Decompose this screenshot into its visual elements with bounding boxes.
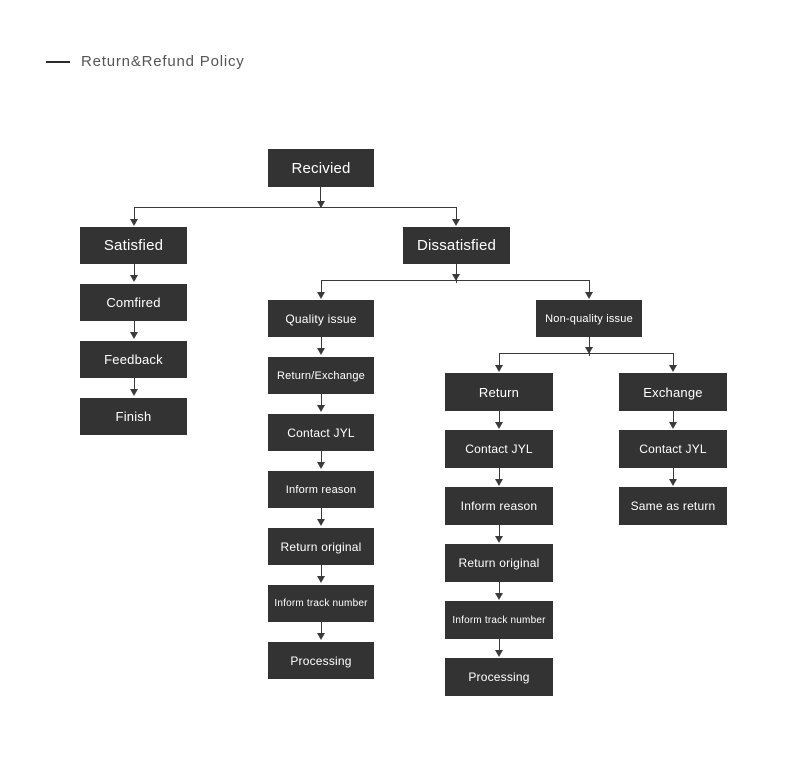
connector-to-dissatisfied	[456, 207, 457, 221]
arrow-to-quality-issue	[317, 292, 325, 299]
connector-to-return	[499, 353, 500, 367]
node-exchange-same-as-return[interactable]: Same as return	[619, 487, 727, 525]
connector-received-down	[320, 187, 321, 207]
connector-exchange-contact	[673, 411, 674, 424]
arrow-qreason-original	[317, 519, 325, 526]
connector-qtrack-processing	[321, 622, 322, 635]
node-feedback[interactable]: Feedback	[80, 341, 187, 378]
arrow-to-satisfied	[130, 219, 138, 226]
arrow-confirmed-feedback	[130, 332, 138, 339]
arrow-quality-returnexchange	[317, 348, 325, 355]
connector-rtrack-processing	[499, 639, 500, 652]
connector-qcontact-reason	[321, 451, 322, 464]
arrow-rcontact-reason	[495, 479, 503, 486]
arrow-econtact-same	[669, 479, 677, 486]
arrow-satisfied-confirmed	[130, 275, 138, 282]
connector-returnexchange-contact	[321, 394, 322, 407]
arrow-dissatisfied-center	[452, 274, 460, 281]
arrow-to-non-quality-issue	[585, 292, 593, 299]
connector-dissatisfied-down	[456, 263, 457, 283]
node-finish[interactable]: Finish	[80, 398, 187, 435]
node-dissatisfied[interactable]: Dissatisfied	[403, 227, 510, 264]
arrow-exchange-contact	[669, 422, 677, 429]
arrow-qcontact-reason	[317, 462, 325, 469]
arrow-qtrack-processing	[317, 633, 325, 640]
node-return-inform-reason[interactable]: Inform reason	[445, 487, 553, 525]
node-return-exchange[interactable]: Return/Exchange	[268, 357, 374, 394]
arrow-to-exchange	[669, 365, 677, 372]
connector-bus-dissatisfied	[321, 280, 589, 281]
node-quality-contact-jyl[interactable]: Contact JYL	[268, 414, 374, 451]
arrow-to-dissatisfied	[452, 219, 460, 226]
page-title: Return&Refund Policy	[81, 53, 245, 70]
connector-satisfied-confirmed	[134, 264, 135, 277]
node-quality-return-original[interactable]: Return original	[268, 528, 374, 565]
connector-bus-received	[134, 207, 457, 208]
connector-rcontact-reason	[499, 468, 500, 481]
node-non-quality-issue[interactable]: Non-quality issue	[536, 300, 642, 337]
connector-non-quality-down	[589, 336, 590, 356]
node-satisfied[interactable]: Satisfied	[80, 227, 187, 264]
connector-rreason-original	[499, 525, 500, 538]
connector-return-contact	[499, 411, 500, 424]
arrow-received-center	[317, 201, 325, 208]
node-return-inform-track-number[interactable]: Inform track number	[445, 601, 553, 639]
arrow-qoriginal-track	[317, 576, 325, 583]
connector-feedback-finish	[134, 378, 135, 391]
node-received[interactable]: Recivied	[268, 149, 374, 187]
node-quality-processing[interactable]: Processing	[268, 642, 374, 679]
connector-to-quality-issue	[321, 280, 322, 294]
arrow-non-quality-center	[585, 347, 593, 354]
page-header: Return&Refund Policy	[46, 53, 245, 70]
connector-bus-non-quality	[499, 353, 673, 354]
node-quality-inform-track-number[interactable]: Inform track number	[268, 585, 374, 622]
connector-to-exchange	[673, 353, 674, 367]
arrow-to-return	[495, 365, 503, 372]
node-exchange-contact-jyl[interactable]: Contact JYL	[619, 430, 727, 468]
node-exchange[interactable]: Exchange	[619, 373, 727, 411]
node-return-contact-jyl[interactable]: Contact JYL	[445, 430, 553, 468]
node-return-processing[interactable]: Processing	[445, 658, 553, 696]
connector-qreason-original	[321, 508, 322, 521]
arrow-roriginal-track	[495, 593, 503, 600]
connector-qoriginal-track	[321, 565, 322, 578]
node-confirmed[interactable]: Comfired	[80, 284, 187, 321]
connector-quality-returnexchange	[321, 337, 322, 350]
node-quality-issue[interactable]: Quality issue	[268, 300, 374, 337]
connector-confirmed-feedback	[134, 321, 135, 334]
horizontal-dash-icon	[46, 60, 70, 63]
arrow-returnexchange-contact	[317, 405, 325, 412]
node-return-return-original[interactable]: Return original	[445, 544, 553, 582]
connector-roriginal-track	[499, 582, 500, 595]
connector-econtact-same	[673, 468, 674, 481]
arrow-return-contact	[495, 422, 503, 429]
node-quality-inform-reason[interactable]: Inform reason	[268, 471, 374, 508]
arrow-feedback-finish	[130, 389, 138, 396]
arrow-rreason-original	[495, 536, 503, 543]
connector-to-satisfied	[134, 207, 135, 221]
arrow-rtrack-processing	[495, 650, 503, 657]
connector-to-non-quality-issue	[589, 280, 590, 294]
node-return[interactable]: Return	[445, 373, 553, 411]
